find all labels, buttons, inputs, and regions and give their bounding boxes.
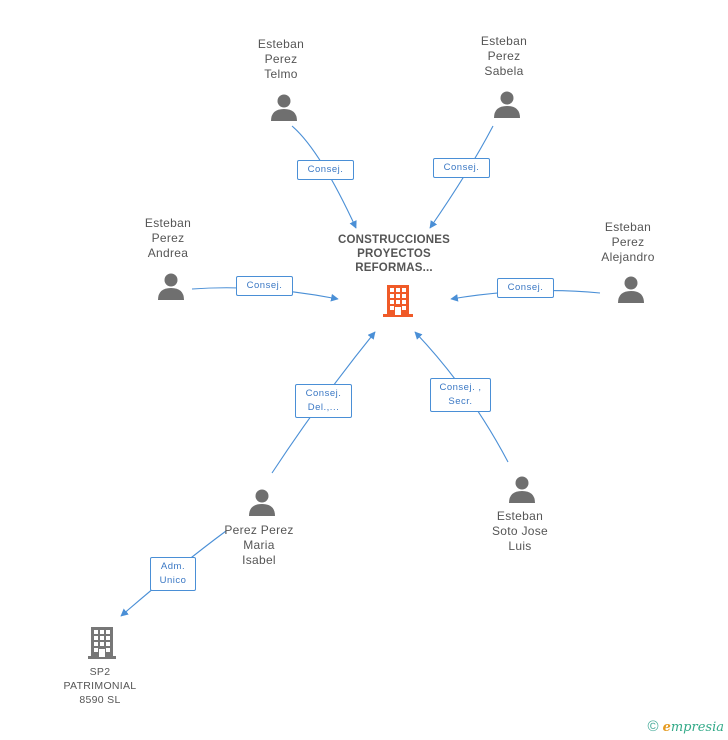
person-icon[interactable] (247, 487, 277, 517)
person-isabel[interactable]: Perez Perez Maria Isabel (224, 523, 294, 567)
person-luis[interactable]: Esteban Soto Jose Luis (491, 509, 549, 553)
center-company-label[interactable]: CONSTRUCCIONES PROYECTOS REFORMAS... (337, 234, 451, 274)
role-badge-luis[interactable]: Consej. , Secr. (430, 378, 491, 412)
role-badge-andrea[interactable]: Consej. (236, 276, 293, 296)
role-badge-telmo[interactable]: Consej. (297, 160, 354, 180)
person-icon[interactable] (507, 474, 537, 504)
person-icon[interactable] (492, 89, 522, 119)
role-badge-isabel[interactable]: Consej. Del.,... (295, 384, 352, 418)
person-icon[interactable] (156, 271, 186, 301)
person-icon[interactable] (616, 274, 646, 304)
copyright-icon: © (647, 718, 659, 735)
company-sp2[interactable]: SP2 PATRIMONIAL 8590 SL (63, 666, 137, 706)
person-icon[interactable] (269, 92, 299, 122)
footer-brand[interactable]: ©empresia (648, 718, 724, 735)
company-building-icon[interactable] (87, 625, 117, 661)
brand-logo: empresia (662, 720, 724, 735)
person-telmo[interactable]: Esteban Perez Telmo (257, 37, 305, 81)
person-alejandro[interactable]: Esteban Perez Alejandro (601, 220, 655, 264)
center-building-icon[interactable] (382, 283, 414, 319)
person-andrea[interactable]: Esteban Perez Andrea (144, 216, 192, 260)
role-badge-alejandro[interactable]: Consej. (497, 278, 554, 298)
person-sabela[interactable]: Esteban Perez Sabela (480, 34, 528, 78)
role-badge-sabela[interactable]: Consej. (433, 158, 490, 178)
role-badge-company[interactable]: Adm. Unico (150, 557, 196, 591)
